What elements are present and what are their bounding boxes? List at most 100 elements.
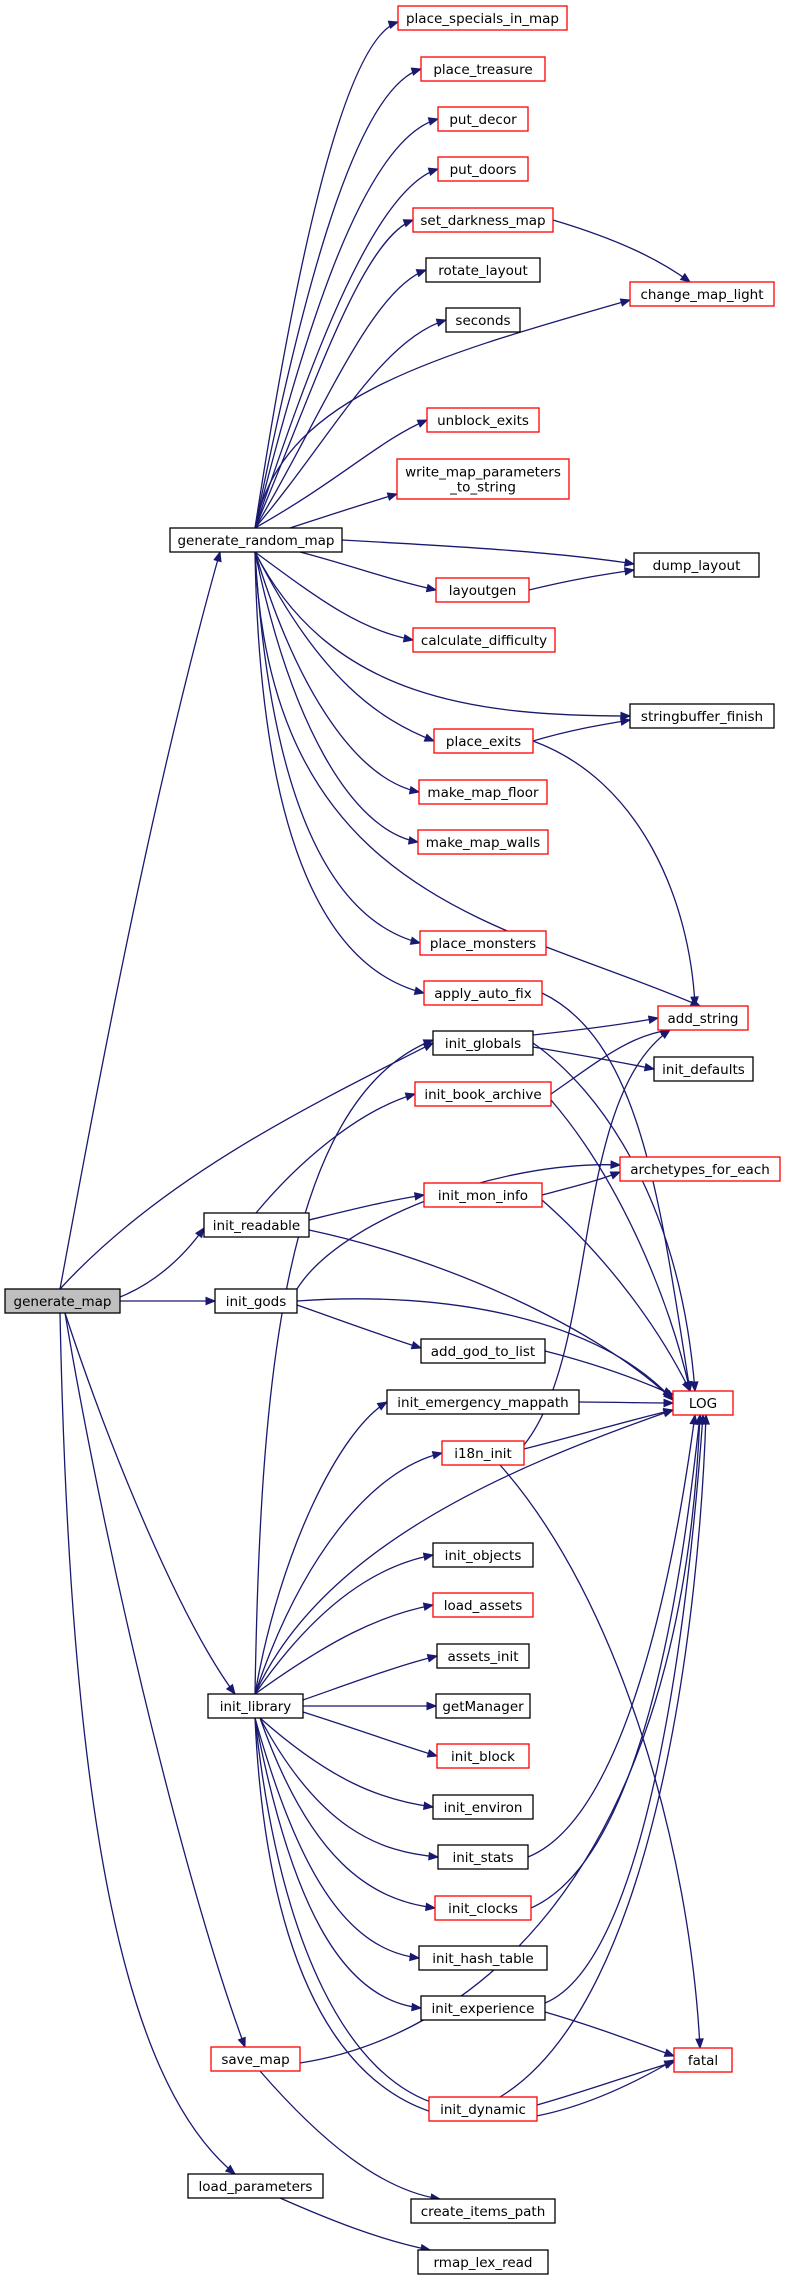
node-add-god-to-list[interactable]: add_god_to_list bbox=[420, 1338, 546, 1364]
node-init-objects[interactable]: init_objects bbox=[432, 1542, 534, 1568]
node-label: create_items_path bbox=[421, 2204, 546, 2220]
node-add-string[interactable]: add_string bbox=[657, 1005, 749, 1031]
node-change-map-light[interactable]: change_map_light bbox=[629, 281, 775, 307]
node-box bbox=[434, 1895, 532, 1921]
node-box bbox=[629, 703, 775, 729]
node-init-block[interactable]: init_block bbox=[436, 1743, 530, 1769]
node-box bbox=[420, 1995, 546, 2021]
edge-generate_random_map-to-put_decor bbox=[254, 118, 439, 529]
node-label: init_stats bbox=[452, 1850, 513, 1866]
arrowhead-generate_random_map-to-make_map_walls bbox=[407, 836, 420, 845]
arrowhead-init_library-to-assets_init bbox=[426, 1654, 439, 1663]
node-box bbox=[396, 458, 570, 500]
node-rmap-lex-read[interactable]: rmap_lex_read bbox=[417, 2249, 549, 2275]
node-box bbox=[437, 1844, 529, 1870]
node-LOG[interactable]: LOG bbox=[672, 1390, 734, 1416]
node-load-parameters[interactable]: load_parameters bbox=[187, 2173, 324, 2199]
node-init-dynamic[interactable]: init_dynamic bbox=[428, 2096, 538, 2122]
node-label: init_emergency_mappath bbox=[397, 1395, 568, 1411]
node-label: add_string bbox=[668, 1011, 739, 1027]
node-box bbox=[435, 1693, 531, 1719]
node-label: write_map_parameters bbox=[405, 465, 561, 481]
node-box bbox=[423, 1182, 543, 1208]
node-write-map-parameters-to-string[interactable]: write_map_parameters_to_string bbox=[396, 458, 570, 500]
node-getManager[interactable]: getManager bbox=[435, 1693, 531, 1719]
node-label: seconds bbox=[455, 313, 510, 329]
node-make-map-floor[interactable]: make_map_floor bbox=[418, 779, 548, 805]
node-generate-map[interactable]: generate_map bbox=[4, 1288, 121, 1314]
node-init-library[interactable]: init_library bbox=[207, 1693, 304, 1719]
arrowhead-init_dynamic-to-LOG bbox=[701, 1413, 711, 1425]
arrowhead-init_globals-to-add_string bbox=[647, 1015, 660, 1024]
node-stringbuffer-finish[interactable]: stringbuffer_finish bbox=[629, 703, 775, 729]
node-init-gods[interactable]: init_gods bbox=[214, 1288, 298, 1314]
node-put-doors[interactable]: put_doors bbox=[437, 156, 529, 182]
edge-generate_random_map-to-set_darkness_map bbox=[254, 219, 414, 529]
arrowhead-generate_random_map-to-rotate_layout bbox=[415, 269, 428, 278]
node-label: place_monsters bbox=[430, 936, 536, 952]
node-init-readable[interactable]: init_readable bbox=[203, 1212, 310, 1238]
node-put-decor[interactable]: put_decor bbox=[437, 106, 529, 132]
node-label: apply_auto_fix bbox=[434, 986, 532, 1002]
node-label: save_map bbox=[221, 2052, 289, 2068]
node-unblock-exits[interactable]: unblock_exits bbox=[426, 407, 540, 433]
arrowhead-generate_random_map-to-put_doors bbox=[427, 167, 440, 176]
node-archetypes-for-each[interactable]: archetypes_for_each bbox=[619, 1156, 781, 1182]
node-label: fatal bbox=[688, 2053, 718, 2069]
arrowhead-init_stats-to-LOG bbox=[689, 1413, 699, 1425]
edge-init_experience-to-LOG bbox=[544, 1414, 704, 2004]
node-init-emergency-mappath[interactable]: init_emergency_mappath bbox=[386, 1389, 580, 1415]
edge-init_library-to-init_objects bbox=[254, 1554, 434, 1695]
node-make-map-walls[interactable]: make_map_walls bbox=[417, 829, 549, 855]
node-i18n-init[interactable]: i18n_init bbox=[441, 1440, 525, 1466]
edge-init_library-to-init_hash_table bbox=[254, 1717, 420, 1959]
node-place-specials-in-map[interactable]: place_specials_in_map bbox=[397, 5, 568, 31]
node-init-globals[interactable]: init_globals bbox=[432, 1030, 534, 1056]
node-create-items-path[interactable]: create_items_path bbox=[410, 2198, 556, 2224]
node-assets-init[interactable]: assets_init bbox=[436, 1643, 530, 1669]
node-label: set_darkness_map bbox=[420, 213, 545, 229]
node-init-clocks[interactable]: init_clocks bbox=[434, 1895, 532, 1921]
node-label: init_library bbox=[220, 1699, 292, 1715]
node-box bbox=[432, 1592, 534, 1618]
edge-init_readable-to-init_mon_info bbox=[308, 1194, 425, 1221]
edge-init_library-to-init_block bbox=[302, 1711, 438, 1757]
arrowhead-i18n_init-to-add_string bbox=[659, 1029, 672, 1040]
node-calculate-difficulty[interactable]: calculate_difficulty bbox=[412, 627, 556, 653]
node-label: put_decor bbox=[449, 112, 517, 128]
node-init-hash-table[interactable]: init_hash_table bbox=[418, 1945, 548, 1971]
node-load-assets[interactable]: load_assets bbox=[432, 1592, 534, 1618]
node-box bbox=[210, 2046, 301, 2072]
node-init-experience[interactable]: init_experience bbox=[420, 1995, 546, 2021]
node-place-exits[interactable]: place_exits bbox=[433, 728, 534, 754]
node-save-map[interactable]: save_map bbox=[210, 2046, 301, 2072]
node-label: init_hash_table bbox=[432, 1951, 533, 1967]
edge-generate_random_map-to-put_doors bbox=[254, 168, 439, 529]
arrowhead-generate_random_map-to-put_decor bbox=[427, 117, 440, 126]
edge-generate_random_map-to-place_monsters bbox=[254, 551, 421, 944]
edge-generate_random_map-to-layoutgen bbox=[299, 551, 437, 591]
edge-add_god_to_list-to-LOG bbox=[544, 1350, 674, 1396]
arrowhead-place_exits-to-add_string bbox=[690, 996, 699, 1008]
arrowhead-layoutgen-to-dump_layout bbox=[623, 567, 636, 576]
node-label: init_globals bbox=[445, 1036, 521, 1052]
node-box bbox=[653, 1056, 754, 1082]
node-box bbox=[633, 552, 760, 578]
node-layoutgen[interactable]: layoutgen bbox=[435, 577, 530, 603]
node-init-book-archive[interactable]: init_book_archive bbox=[414, 1081, 552, 1107]
node-seconds[interactable]: seconds bbox=[445, 307, 521, 333]
node-generate-random-map[interactable]: generate_random_map bbox=[169, 527, 343, 553]
node-place-treasure[interactable]: place_treasure bbox=[420, 56, 546, 82]
node-box bbox=[169, 527, 343, 553]
node-init-environ[interactable]: init_environ bbox=[432, 1794, 534, 1820]
node-apply-auto-fix[interactable]: apply_auto_fix bbox=[423, 980, 543, 1006]
node-init-defaults[interactable]: init_defaults bbox=[653, 1056, 754, 1082]
node-init-stats[interactable]: init_stats bbox=[437, 1844, 529, 1870]
node-init-mon-info[interactable]: init_mon_info bbox=[423, 1182, 543, 1208]
node-dump-layout[interactable]: dump_layout bbox=[633, 552, 760, 578]
node-place-monsters[interactable]: place_monsters bbox=[419, 930, 547, 956]
node-set-darkness-map[interactable]: set_darkness_map bbox=[412, 207, 554, 233]
node-rotate-layout[interactable]: rotate_layout bbox=[425, 257, 541, 283]
arrowhead-init_library-to-init_stats bbox=[428, 1851, 440, 1861]
node-fatal[interactable]: fatal bbox=[673, 2047, 733, 2073]
